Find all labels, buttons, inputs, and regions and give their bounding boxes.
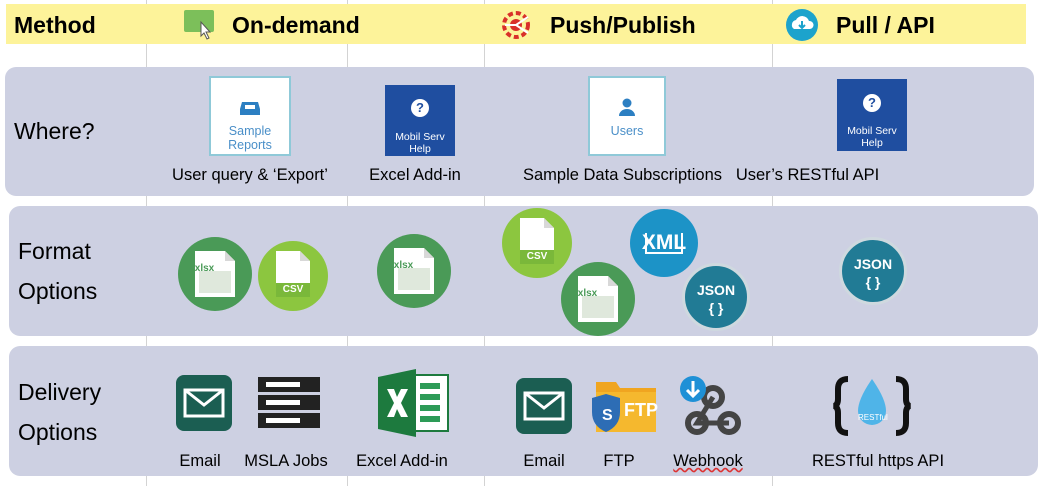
ftp-icon-label: FTP	[624, 400, 658, 420]
email-caption: Email	[179, 452, 221, 470]
users-restful-api-caption: User’s RESTful API	[735, 166, 880, 184]
help-icon: ?	[863, 94, 881, 112]
row-label-format-1: Format	[18, 238, 91, 264]
hand-click-icon	[184, 10, 218, 40]
csv-label: CSV	[276, 283, 310, 297]
restful-badge-label: RESTful	[858, 413, 888, 422]
json-braces: { }	[708, 300, 724, 316]
webhook-icon	[679, 375, 745, 439]
spreadsheet-icon	[578, 276, 618, 322]
user-query-export-caption: User query & ‘Export’	[172, 166, 328, 184]
header-method: Method	[14, 12, 96, 38]
xlsx-format-icon: .xlsx	[377, 234, 451, 308]
inbox-icon	[240, 102, 260, 115]
users-tile[interactable]: Users	[588, 76, 666, 156]
webhook-caption: Webhook	[673, 452, 743, 470]
json-format-icon: JSON { }	[839, 237, 907, 305]
json-braces: { }	[865, 274, 881, 290]
svg-text:S: S	[602, 407, 613, 424]
ftp-caption: FTP	[603, 452, 635, 470]
row-label-where: Where?	[14, 118, 95, 144]
mobil-tile-label-1: Mobil Serv	[395, 131, 445, 143]
email-icon	[176, 375, 232, 431]
sample-data-subscriptions-caption: Sample Data Subscriptions	[522, 166, 722, 184]
row-label-delivery-1: Delivery	[18, 379, 102, 405]
spreadsheet-icon	[195, 251, 235, 297]
xlsx-label: .xlsx	[192, 263, 215, 274]
email-icon	[516, 378, 572, 434]
excel-addin-delivery-caption: Excel Add-in	[356, 452, 448, 470]
excel-addin-caption: Excel Add-in	[369, 166, 461, 184]
row-label-format-2: Options	[18, 278, 98, 304]
sample-reports-tile-label-2: Reports	[228, 138, 272, 152]
xlsx-label: .xlsx	[391, 260, 414, 271]
api-help-tile[interactable]: ? Mobil Serv Help	[837, 79, 907, 151]
server-jobs-icon	[258, 377, 320, 429]
document-icon	[276, 251, 310, 291]
cloud-download-icon	[784, 8, 820, 42]
csv-format-icon: CSV	[502, 208, 572, 278]
header-pull-api: Pull / API	[836, 12, 935, 38]
sample-reports-tile-label-1: Sample	[228, 124, 272, 138]
user-icon	[619, 98, 635, 116]
json-label: JSON	[853, 256, 893, 272]
publish-gear-icon	[499, 8, 533, 42]
csv-format-icon: CSV	[258, 241, 328, 311]
restful-api-icon: RESTful	[833, 375, 911, 437]
secure-ftp-icon: S FTP	[590, 378, 660, 436]
document-icon	[520, 218, 554, 258]
header-on-demand: On-demand	[232, 12, 360, 38]
document-outline-icon	[645, 233, 683, 254]
api-tile-label-2: Help	[861, 137, 883, 149]
json-label: JSON	[696, 282, 736, 298]
help-icon: ?	[411, 99, 429, 117]
sample-reports-tile[interactable]: Sample Reports	[209, 76, 291, 156]
xml-format-icon: XML	[630, 209, 698, 277]
spreadsheet-icon	[394, 248, 434, 294]
row-label-delivery-2: Options	[18, 419, 98, 445]
mobil-serv-help-tile[interactable]: ? Mobil Serv Help	[385, 85, 455, 156]
excel-icon	[378, 369, 450, 437]
api-tile-label-1: Mobil Serv	[847, 125, 897, 137]
csv-label: CSV	[520, 250, 554, 264]
xml-label: XML	[641, 231, 687, 254]
xlsx-format-icon: .xlsx	[561, 262, 635, 336]
email-push-caption: Email	[523, 452, 565, 470]
json-format-icon: JSON { }	[682, 263, 750, 331]
mobil-tile-label-2: Help	[409, 143, 431, 155]
xlsx-label: .xlsx	[575, 288, 598, 299]
users-tile-label: Users	[610, 124, 644, 138]
restful-https-api-caption: RESTful https API	[811, 452, 945, 470]
msla-jobs-caption: MSLA Jobs	[244, 452, 328, 470]
header-push-publish: Push/Publish	[550, 12, 696, 38]
xlsx-format-icon: .xlsx	[178, 237, 252, 311]
